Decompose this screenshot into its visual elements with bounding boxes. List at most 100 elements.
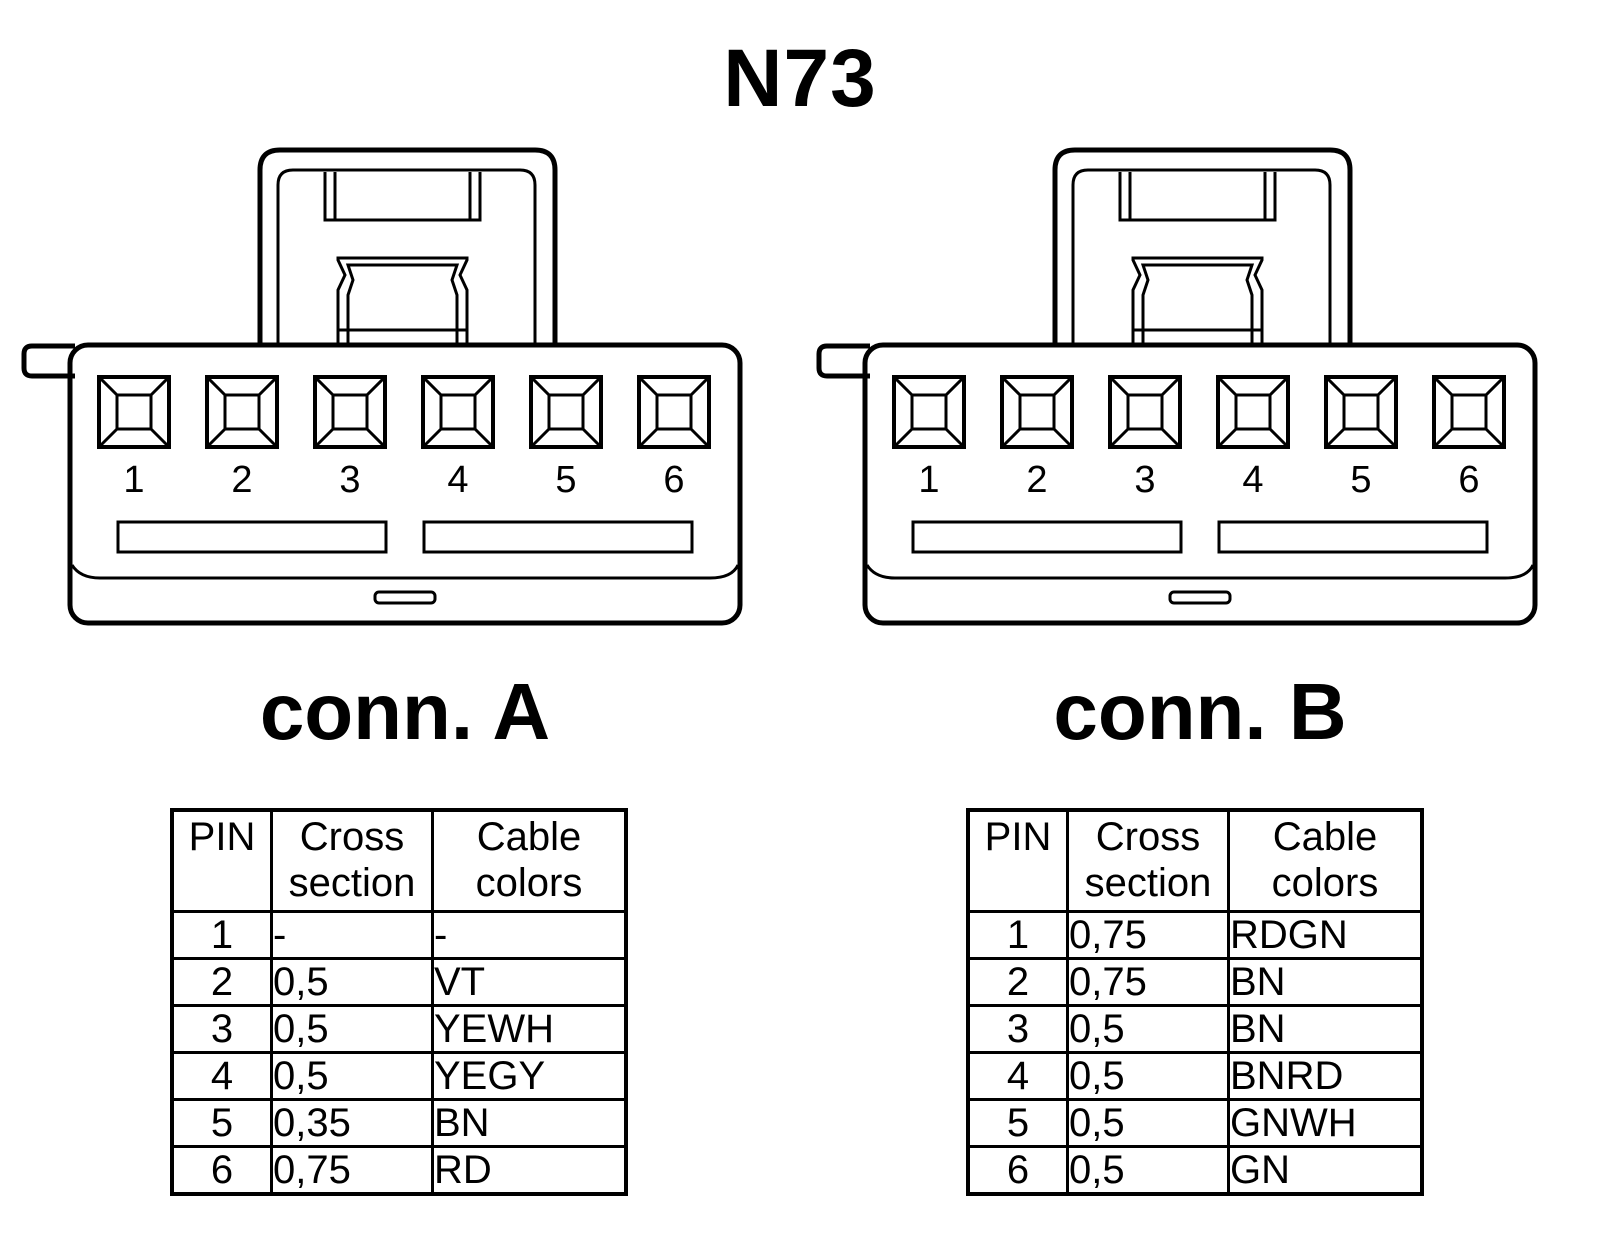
connector-b-drawing: 1 2 3 4 5 6 bbox=[816, 147, 1538, 626]
side-tab bbox=[816, 343, 870, 379]
cable-color-value: GN bbox=[1227, 1145, 1424, 1196]
header-cross-section: Cross section bbox=[1066, 808, 1230, 913]
table-row: 1-- bbox=[170, 910, 628, 960]
cross-section-value: 0,75 bbox=[1066, 910, 1230, 960]
cross-section-value: 0,35 bbox=[270, 1098, 434, 1148]
latch-outer bbox=[1052, 147, 1353, 345]
body-slot bbox=[373, 590, 437, 605]
pin-cavity-6 bbox=[637, 375, 711, 449]
cable-color-value: VT bbox=[431, 957, 628, 1007]
cross-section-value: 0,5 bbox=[1066, 1145, 1230, 1196]
pin-label-5: 5 bbox=[1350, 459, 1371, 501]
cable-color-value: YEWH bbox=[431, 1004, 628, 1054]
pin-cavity-2 bbox=[1000, 375, 1074, 449]
cable-color-value: BNRD bbox=[1227, 1051, 1424, 1101]
connector-a-label: conn. A bbox=[259, 667, 551, 756]
cable-color-value: GNWH bbox=[1227, 1098, 1424, 1148]
cross-section-value: 0,5 bbox=[270, 957, 434, 1007]
pin-label-4: 4 bbox=[1242, 459, 1263, 501]
pin-label-2: 2 bbox=[1026, 459, 1047, 501]
table-header-row: PIN Cross section Cable colors bbox=[170, 808, 628, 913]
header-pin: PIN bbox=[966, 808, 1069, 913]
header-cable-colors: Cable colors bbox=[1227, 808, 1424, 913]
side-tab bbox=[21, 343, 75, 379]
pin-cavity-6 bbox=[1432, 375, 1506, 449]
key-slot-left bbox=[116, 520, 388, 554]
table-header-row: PIN Cross section Cable colors bbox=[966, 808, 1424, 913]
cross-section-value: 0,5 bbox=[1066, 1051, 1230, 1101]
latch-clip-inner bbox=[338, 263, 467, 345]
latch-clip bbox=[1131, 256, 1264, 345]
body-ledge bbox=[865, 564, 1535, 580]
cross-section-value: 0,75 bbox=[270, 1145, 434, 1196]
cable-color-value: BN bbox=[1227, 957, 1424, 1007]
pin-number: 2 bbox=[170, 957, 273, 1007]
cross-section-value: 0,5 bbox=[270, 1004, 434, 1054]
cable-color-value: RD bbox=[431, 1145, 628, 1196]
pin-number: 2 bbox=[966, 957, 1069, 1007]
cross-section-value: 0,75 bbox=[1066, 957, 1230, 1007]
header-cross-section: Cross section bbox=[270, 808, 434, 913]
latch-clip bbox=[336, 256, 469, 345]
pin-number: 4 bbox=[170, 1051, 273, 1101]
pin-label-6: 6 bbox=[663, 459, 684, 501]
connector-body bbox=[67, 342, 743, 626]
pin-label-3: 3 bbox=[1134, 459, 1155, 501]
header-pin: PIN bbox=[170, 808, 273, 913]
pin-label-2: 2 bbox=[231, 459, 252, 501]
cross-section-value: - bbox=[270, 910, 434, 960]
pin-cavity-2 bbox=[205, 375, 279, 449]
cross-section-value: 0,5 bbox=[270, 1051, 434, 1101]
connector-body bbox=[862, 342, 1538, 626]
pin-label-1: 1 bbox=[918, 459, 939, 501]
pin-label-6: 6 bbox=[1458, 459, 1479, 501]
body-ledge bbox=[70, 564, 740, 580]
cross-section-value: 0,5 bbox=[1066, 1098, 1230, 1148]
pin-number: 5 bbox=[966, 1098, 1069, 1148]
latch-outer bbox=[257, 147, 558, 345]
pin-number: 5 bbox=[170, 1098, 273, 1148]
latch-inner bbox=[276, 168, 537, 345]
pin-number: 3 bbox=[966, 1004, 1069, 1054]
pin-cavity-4 bbox=[421, 375, 495, 449]
cross-section-value: 0,5 bbox=[1066, 1004, 1230, 1054]
cable-color-value: YEGY bbox=[431, 1051, 628, 1101]
latch-tongue bbox=[1118, 172, 1277, 222]
pin-number: 1 bbox=[966, 910, 1069, 960]
latch-tongue bbox=[323, 172, 482, 222]
pin-cavity-3 bbox=[1108, 375, 1182, 449]
pin-cavity-3 bbox=[313, 375, 387, 449]
connector-a-drawing: 1 2 3 4 5 6 bbox=[21, 147, 743, 626]
pin-label-5: 5 bbox=[555, 459, 576, 501]
pin-number: 1 bbox=[170, 910, 273, 960]
pin-number: 6 bbox=[966, 1145, 1069, 1196]
cable-color-value: BN bbox=[431, 1098, 628, 1148]
key-slot-left bbox=[911, 520, 1183, 554]
pin-cavity-5 bbox=[529, 375, 603, 449]
pin-number: 6 bbox=[170, 1145, 273, 1196]
pin-number: 3 bbox=[170, 1004, 273, 1054]
connector-b-label: conn. B bbox=[1053, 667, 1347, 756]
pin-cavity-1 bbox=[892, 375, 966, 449]
latch-inner bbox=[1071, 168, 1332, 345]
pin-label-1: 1 bbox=[123, 459, 144, 501]
pin-label-3: 3 bbox=[339, 459, 360, 501]
header-cable-colors: Cable colors bbox=[431, 808, 628, 913]
pin-cavity-4 bbox=[1216, 375, 1290, 449]
diagram-title: N73 bbox=[723, 33, 877, 124]
pin-label-4: 4 bbox=[447, 459, 468, 501]
key-slot-right bbox=[422, 520, 694, 554]
pin-number: 4 bbox=[966, 1051, 1069, 1101]
body-slot bbox=[1168, 590, 1232, 605]
